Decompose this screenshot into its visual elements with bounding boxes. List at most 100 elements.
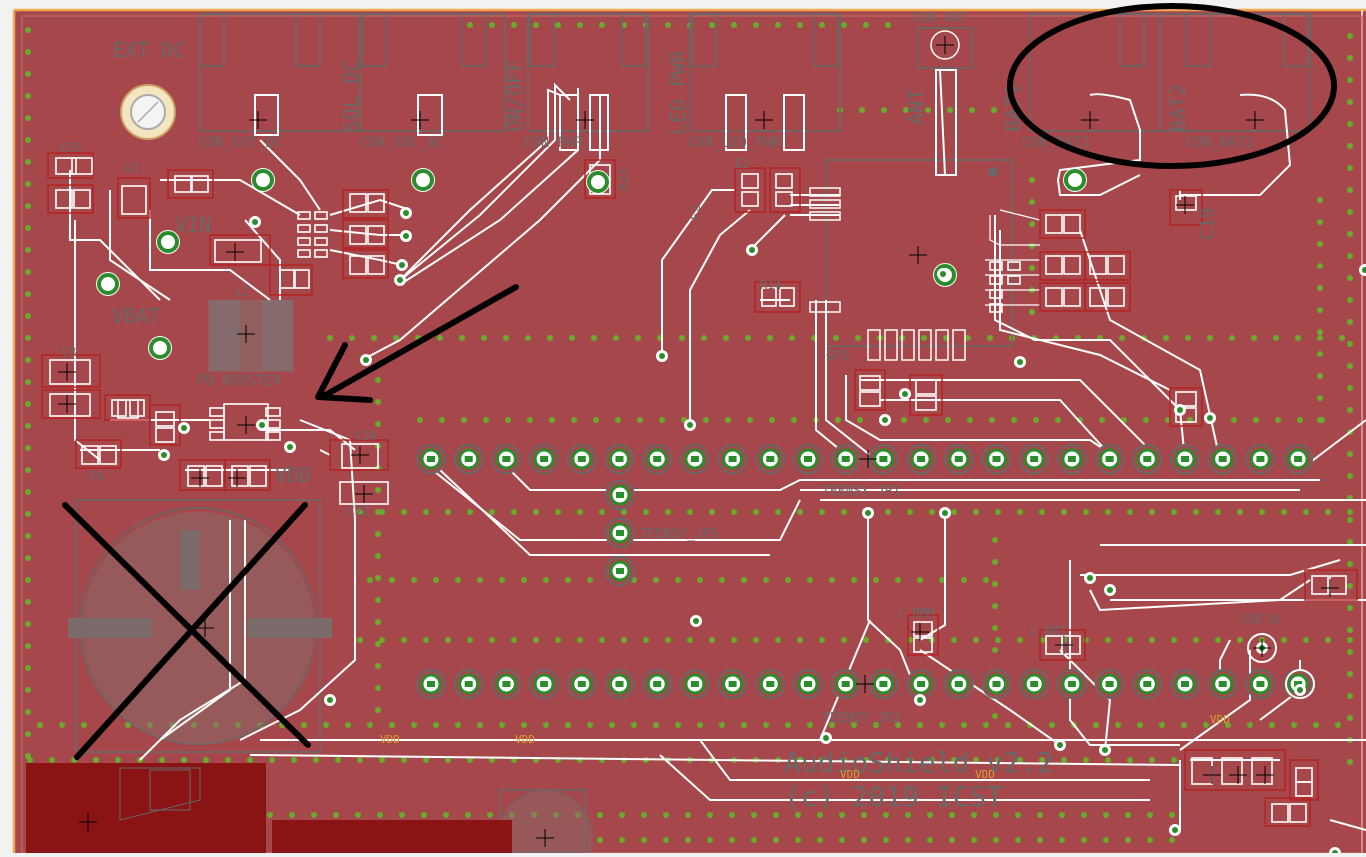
smd-pad [49,393,91,417]
via-dot [1281,509,1287,515]
via-dot [1169,812,1175,818]
via-dot [971,837,977,843]
via-dot [487,812,493,818]
via-dot [1317,395,1323,401]
via-dot [939,577,945,583]
via-dot [797,509,803,515]
via-dot [25,533,31,539]
via-dot [375,663,381,669]
via-dot [511,637,517,643]
via-dot [375,509,381,515]
smd-pad [205,465,223,487]
via-dot [641,812,647,818]
via-dot [25,71,31,77]
via-dot [25,291,31,297]
via-dot [577,509,583,515]
via-dot [1125,812,1131,818]
via-dot [291,757,297,763]
via-dot [835,417,841,423]
via-dot [1225,722,1231,728]
via-dot [951,509,957,515]
via-dot [1317,329,1323,335]
via-dot [819,22,825,28]
via-dot [753,22,759,28]
via-dot [443,812,449,818]
smd-pad [249,465,267,487]
via-dot [1137,722,1143,728]
smd-pad [1089,287,1107,307]
via-dot [1313,722,1319,728]
via-dot [375,421,381,427]
smd-pad [231,465,249,487]
via-dot [25,379,31,385]
smd-pad [367,193,385,213]
via-dot [1203,722,1209,728]
via-dot [1149,757,1155,763]
smd-boxes [41,152,1358,827]
label-u1: U1 [125,161,139,175]
via-dot [697,722,703,728]
via-dot [1103,812,1109,818]
label-r14: R14 [760,278,782,292]
via-dot [335,757,341,763]
via-core [1362,267,1366,273]
header-pin-drill [615,456,624,462]
via-dot [569,335,575,341]
via-core [161,452,167,458]
via-dot [267,812,273,818]
smd-pad [913,621,933,637]
via-dot [1317,219,1323,225]
via-dot [533,637,539,643]
teensy-header-top [416,444,1314,474]
via-dot [25,313,31,319]
via-dot [1347,407,1353,413]
via-dot [1325,637,1331,643]
via-dot [1347,715,1353,721]
header-pin-drill [1294,456,1303,462]
via-dot [731,637,737,643]
via-dot [643,637,649,643]
via-dot [663,812,669,818]
via-dot [25,357,31,363]
via-dot [901,417,907,423]
via-dot [1005,722,1011,728]
smd-pad [121,185,147,215]
via-dot [1303,509,1309,515]
via-dot [1273,335,1279,341]
via-dot [641,837,647,843]
via-dot [433,577,439,583]
via-dot [992,559,998,565]
via-dot [1347,297,1353,303]
via-dot [505,417,511,423]
via-dot [411,577,417,583]
via-dot [437,335,443,341]
via-dot [819,509,825,515]
via-dot [527,417,533,423]
smd-pad [314,237,328,246]
via-dot [1181,722,1187,728]
via-dot [707,837,713,843]
label-c20: C20 [355,429,377,443]
via-core [823,735,829,741]
header-pin-drill [992,456,1001,462]
via-dot [25,687,31,693]
smd-pad [294,269,310,289]
via-dot [841,637,847,643]
via-dot [1317,417,1323,423]
via-dot [1171,757,1177,763]
via-dot [621,637,627,643]
via-dot [25,225,31,231]
via-dot [707,812,713,818]
via-dot [1347,121,1353,127]
via-dot [1347,363,1353,369]
label-c-bmi: C_BMI [1030,624,1066,638]
smd-pad [1295,781,1313,797]
smd-pad [349,255,367,275]
label-ant: ANT [904,89,928,125]
via-dot [719,577,725,583]
via-dot [961,577,967,583]
header-pin-drill [766,456,775,462]
big-via-ring [97,273,119,295]
big-via-ring [1064,169,1086,191]
via-dot [885,509,891,515]
